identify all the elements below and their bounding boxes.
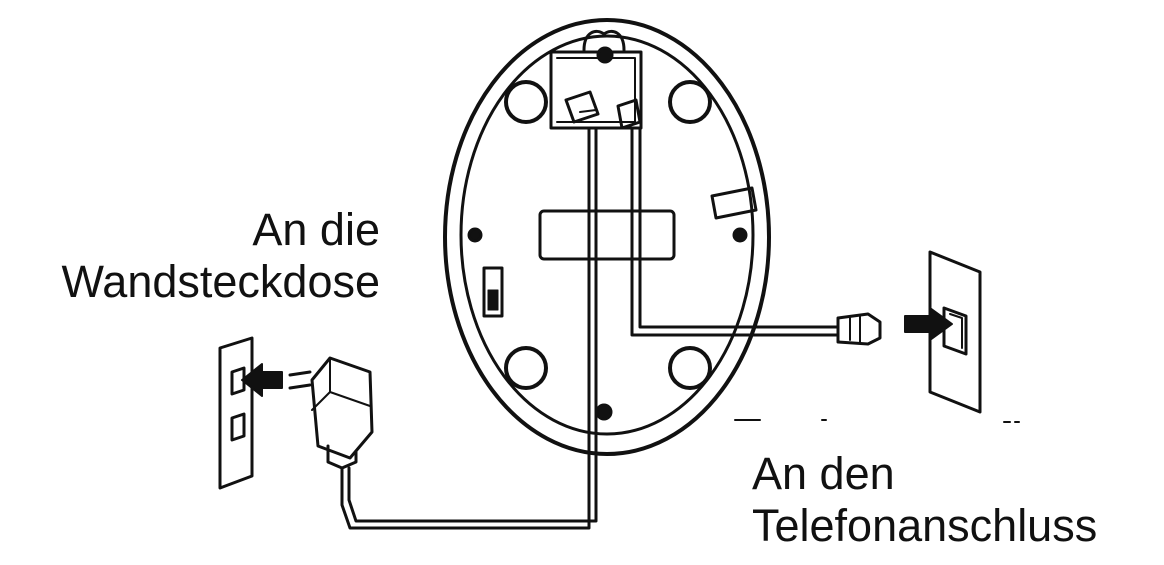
cable-clip (710, 186, 758, 220)
base-inner-rim (459, 34, 755, 436)
screw-left-icon (467, 227, 483, 243)
base-feet (504, 80, 712, 390)
power-cable (340, 126, 598, 530)
foot-bottom-left (504, 346, 548, 390)
screws (467, 227, 748, 421)
wall-outlet-label: An die Wandsteckdose (62, 204, 381, 308)
phone-jack-label: An den Telefonanschluss (752, 448, 1097, 552)
foot-top-left (504, 80, 548, 124)
arrow-to-wall-outlet-icon (241, 363, 283, 397)
base-outer-rim (443, 18, 771, 456)
phone-jack-label-line2: Telefonanschluss (752, 500, 1098, 551)
power-wall-socket (218, 336, 254, 490)
top-screw-icon (596, 46, 614, 64)
compartment-box (549, 50, 643, 130)
screw-right-icon (732, 227, 748, 243)
screw-bottom-icon (595, 403, 613, 421)
compartment-inner (556, 57, 636, 123)
phone-wall-jack (928, 250, 982, 414)
slide-switch (482, 266, 504, 318)
foot-top-right (668, 80, 712, 124)
phone-plug (836, 312, 882, 346)
phone-plug-socket (616, 98, 642, 130)
label-plate (538, 209, 676, 261)
wall-outlet-label-line1: An die (252, 204, 380, 255)
power-adapter (288, 356, 374, 470)
top-clip (582, 29, 626, 52)
power-plug-socket (564, 90, 600, 124)
phone-jack-label-line1: An den (752, 448, 895, 499)
scan-marks (734, 419, 1020, 423)
foot-bottom-right (668, 346, 712, 390)
base-station-body (443, 18, 771, 456)
phone-cable (630, 126, 840, 337)
wall-outlet-label-line2: Wandsteckdose (61, 256, 381, 307)
